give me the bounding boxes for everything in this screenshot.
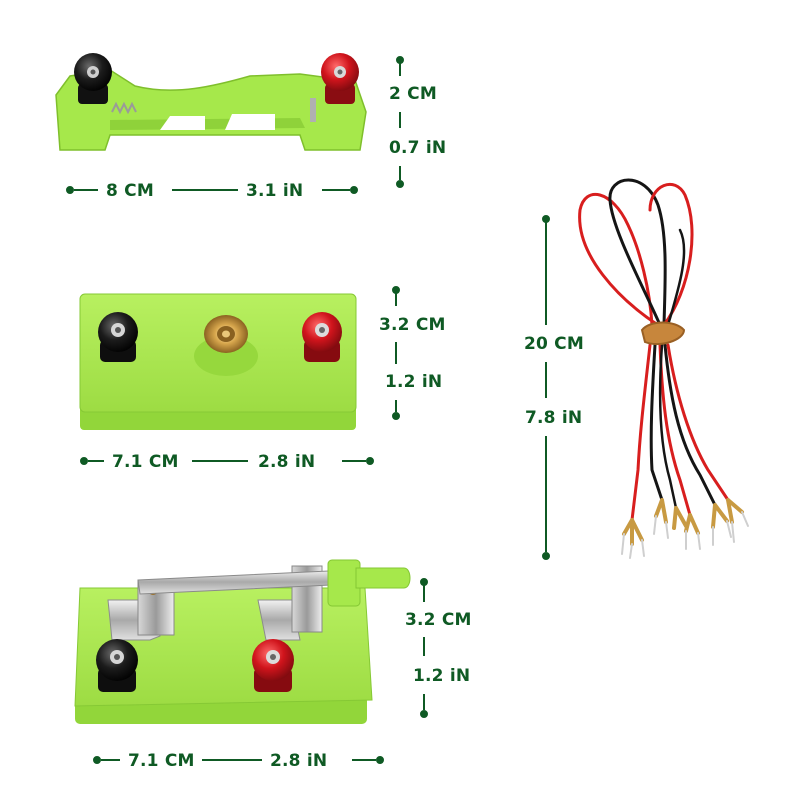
red-terminal — [321, 53, 359, 104]
black-terminal — [98, 312, 138, 362]
battery-holder-spring — [111, 101, 137, 115]
bulb-holder-width-cm-label: 7.1 CM — [112, 452, 179, 472]
bulb-holder-width-in-label: 2.8 iN — [258, 452, 316, 472]
battery-holder-width-cm-label: 8 CM — [106, 181, 154, 201]
switch-width-cm-label: 7.1 CM — [128, 751, 195, 771]
switch-height-cm-label: 3.2 CM — [405, 610, 472, 630]
battery-holder-width-in-label: 3.1 iN — [246, 181, 304, 201]
bulb-holder-height-in-label: 1.2 iN — [385, 372, 443, 392]
black-wire — [666, 228, 686, 327]
red-terminal — [252, 639, 294, 692]
black-terminal — [96, 639, 138, 692]
switch-width-in-label: 2.8 iN — [270, 751, 328, 771]
battery-holder-contact — [310, 98, 316, 122]
wire-tie — [640, 321, 686, 346]
battery-holder-image — [55, 53, 367, 151]
switch-right-clip — [257, 599, 301, 641]
switch-height-in-label: 1.2 iN — [413, 666, 471, 686]
red-terminal — [302, 312, 342, 362]
knife-switch-image — [74, 559, 411, 724]
battery-holder-slot-left — [160, 116, 205, 130]
bulb-holder-image — [79, 293, 357, 430]
dimension-lines — [66, 56, 550, 764]
switch-handle-block — [327, 559, 361, 607]
wires-length-in-label: 7.8 iN — [525, 408, 583, 428]
black-terminal — [74, 53, 112, 104]
battery-holder-body — [55, 69, 367, 151]
spade-connectors — [622, 498, 744, 546]
red-wire — [648, 182, 694, 327]
wires-length-cm-label: 20 CM — [524, 334, 584, 354]
battery-holder-height-cm-label: 2 CM — [389, 84, 437, 104]
black-wire — [608, 178, 667, 327]
battery-holder-inner-wall — [110, 118, 305, 130]
switch-handle — [355, 567, 411, 589]
red-wire — [578, 192, 660, 327]
battery-holder-slot-right — [225, 114, 275, 130]
wires-image — [578, 178, 749, 559]
battery-holder-height-in-label: 0.7 iN — [389, 138, 447, 158]
bulb-holder-height-cm-label: 3.2 CM — [379, 315, 446, 335]
